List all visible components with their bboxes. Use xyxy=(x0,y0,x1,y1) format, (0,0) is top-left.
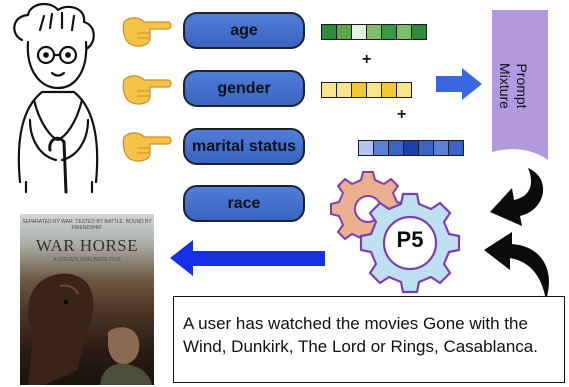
prompt-vector-cell xyxy=(448,140,464,156)
attribute-gender-label: gender xyxy=(217,79,271,97)
prompt-mixture-panel xyxy=(492,10,548,160)
p5-model-label: P5 xyxy=(396,227,424,252)
prompt-vector-cell xyxy=(418,140,434,156)
grandmother-illustration xyxy=(13,2,99,194)
curved-arrow-icon xyxy=(484,232,549,300)
poster-tagline: SEPARATED BY WAR. TESTED BY BATTLE. BOUN… xyxy=(22,219,152,231)
attribute-age-label: age xyxy=(230,21,258,39)
left-arrow-icon xyxy=(170,240,325,276)
plus-sign: + xyxy=(397,106,407,123)
attribute-marital-status: marital status xyxy=(183,128,305,165)
prompt-vector-cell xyxy=(388,140,404,156)
prompt-vector-cell xyxy=(396,82,412,98)
prompt-vector-cell xyxy=(381,82,397,98)
attribute-race: race xyxy=(183,185,305,222)
prompt-vector-cell xyxy=(358,140,374,156)
prompt-vector-cell xyxy=(366,82,382,98)
plus-sign: + xyxy=(362,51,372,68)
prompt-vector-cell xyxy=(351,24,367,40)
prompt-vector-cell xyxy=(321,82,337,98)
prompt-vector-cell xyxy=(336,24,352,40)
poster-title: WAR HORSE xyxy=(35,236,139,255)
poster-artwork xyxy=(28,273,152,385)
pointing-hand-icon xyxy=(122,75,172,105)
prompt-mixture-label: Prompt Mixture xyxy=(497,63,530,109)
curved-arrow-icon xyxy=(490,168,544,226)
attribute-race-label: race xyxy=(227,194,261,212)
attribute-gender: gender xyxy=(183,70,305,107)
prompt-vector-cell xyxy=(321,24,337,40)
prompt-vector-cell xyxy=(381,24,397,40)
prompt-vector-cell xyxy=(373,140,389,156)
marital-status-prompt-vector xyxy=(358,140,464,156)
prompt-vector-cell xyxy=(351,82,367,98)
prompt-vector-cell xyxy=(403,140,419,156)
user-history-text: A user has watched the movies Gone with … xyxy=(183,314,538,356)
prompt-vector-cell xyxy=(366,24,382,40)
right-arrow-icon xyxy=(436,68,482,100)
movie-poster-image: SEPARATED BY WAR. TESTED BY BATTLE. BOUN… xyxy=(20,214,154,385)
prompt-vector-cell xyxy=(396,24,412,40)
pointing-hand-icon xyxy=(122,132,172,162)
user-history-textbox: A user has watched the movies Gone with … xyxy=(173,296,565,383)
pointing-hand-icon xyxy=(122,17,172,47)
prompt-vector-cell xyxy=(433,140,449,156)
attribute-marital-status-label: marital status xyxy=(191,137,297,155)
prompt-vector-cell xyxy=(411,24,427,40)
poster-credit: A STEVEN SPIELBERG FILM xyxy=(53,257,121,263)
prompt-vector-cell xyxy=(336,82,352,98)
attribute-age: age xyxy=(183,12,305,49)
gender-prompt-vector xyxy=(321,82,412,98)
gear-icon xyxy=(359,192,461,294)
age-prompt-vector xyxy=(321,24,427,40)
